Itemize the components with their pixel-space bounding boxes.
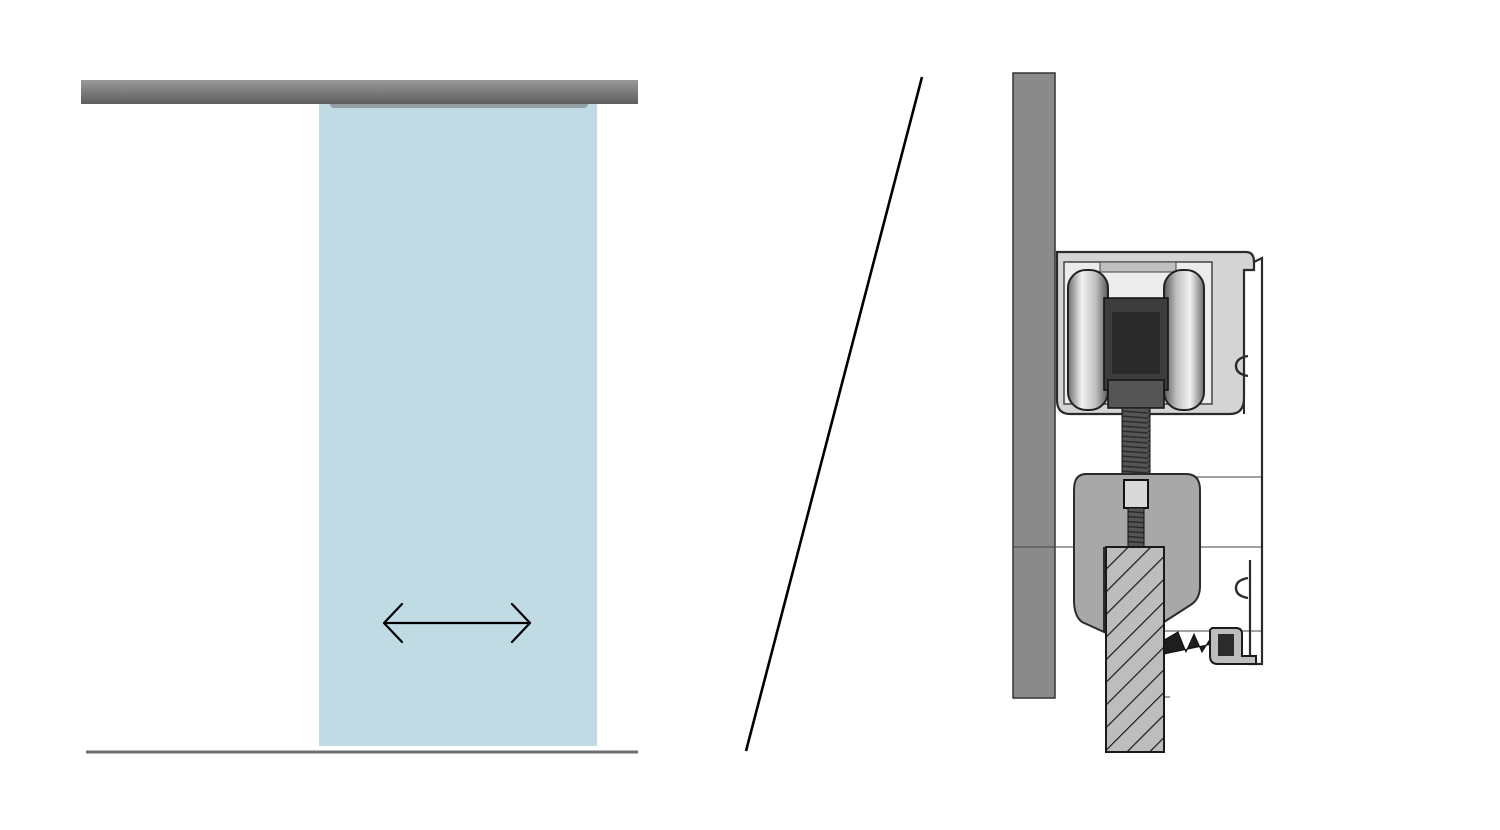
roller-left <box>1067 269 1109 411</box>
clamp-screw <box>1127 507 1145 549</box>
glass-panel <box>319 101 597 746</box>
fascia-hook-upper <box>1234 354 1249 378</box>
hanger-bolt <box>1121 407 1151 483</box>
guide-spring <box>1163 631 1213 655</box>
fascia-profile <box>1248 256 1264 666</box>
section-view <box>1012 72 1264 753</box>
roller-right <box>1163 269 1205 411</box>
floor-guide-insert <box>1218 634 1234 656</box>
wall <box>1012 72 1056 699</box>
clamp-nut <box>1123 479 1149 509</box>
fascia-hook-lower <box>1234 576 1249 600</box>
track-lip <box>1099 261 1177 273</box>
roller-hub <box>1112 312 1160 374</box>
track-rail <box>81 80 638 104</box>
double-headed-arrow-icon <box>382 602 532 644</box>
door-section-hatched <box>1105 546 1165 753</box>
hub-collar <box>1107 379 1165 409</box>
front-view <box>81 80 638 754</box>
diagonal-divider-line <box>744 76 924 752</box>
